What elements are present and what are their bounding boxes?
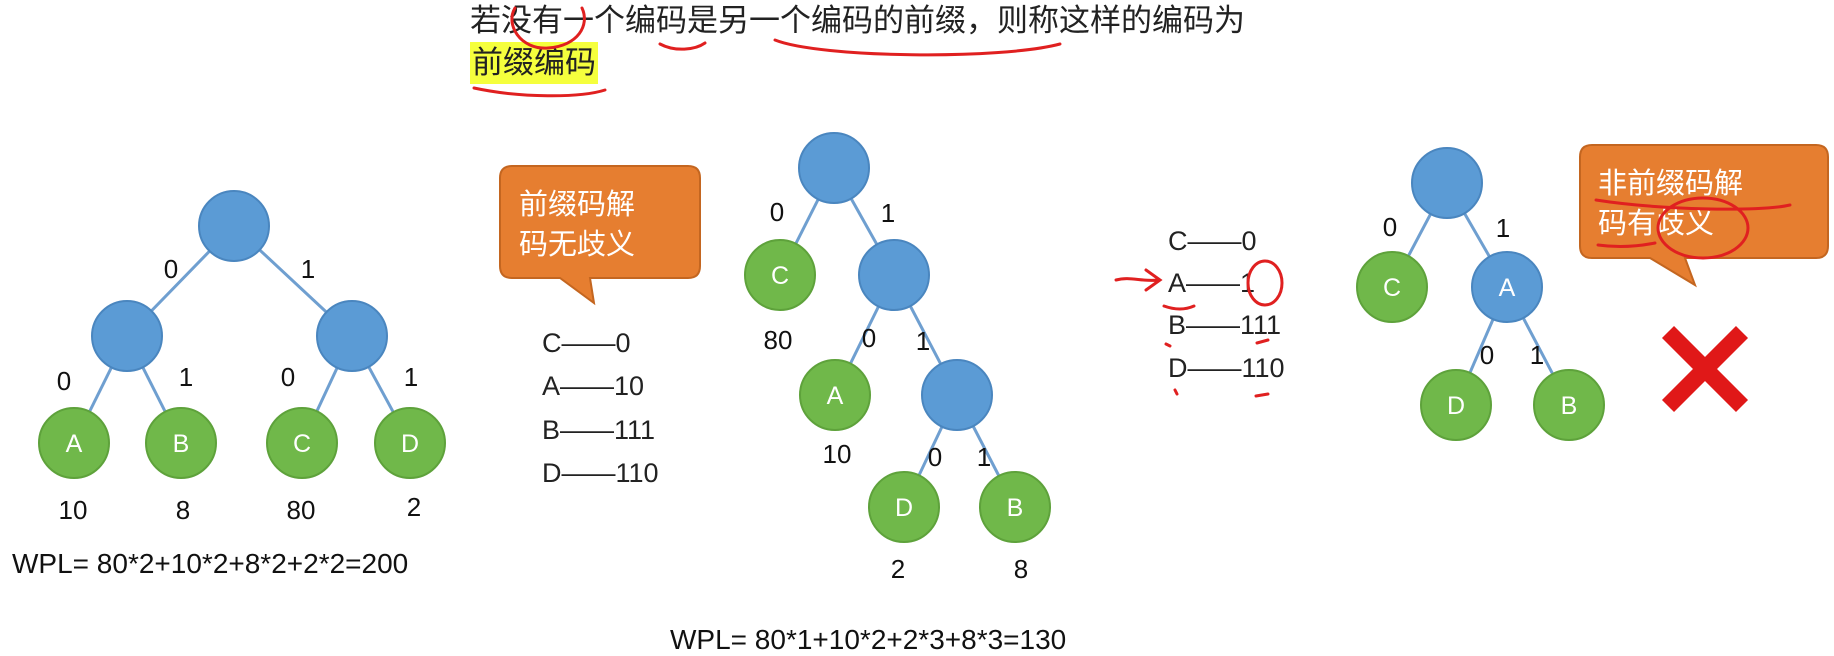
tree2-edge-label-root-right: 1	[881, 198, 895, 228]
definition-text: 若没有一个编码是另一个编码的前缀，则称这样的编码为 前缀编码	[470, 0, 1370, 84]
tree1-edge-label-r-d: 1	[404, 362, 418, 392]
tree3-edge-label-root-right: 1	[1496, 213, 1510, 243]
circle-qiyi	[1656, 196, 1750, 260]
tree1-root-node	[198, 190, 270, 262]
tree2-weight-d: 2	[891, 554, 905, 584]
tree1-leaf-d-label: D	[401, 430, 419, 458]
tree1-leaf-b	[145, 407, 217, 479]
code-nonprefix-c: C——0	[1168, 226, 1257, 256]
tree3-leaf-b	[1533, 369, 1605, 441]
tree2-leaf-b-label: B	[1007, 494, 1024, 522]
tree2-edge-label-n1-left: 0	[862, 323, 876, 353]
tick-mark-b	[1164, 338, 1270, 348]
definition-annotations	[472, 6, 1062, 98]
callout-nonprefix: 非前缀码解 码有歧义	[1579, 144, 1829, 288]
tree3-edge-label-root-left: 0	[1383, 212, 1397, 242]
tree2-edge-label-n2-left: 0	[928, 442, 942, 472]
tree2-weight-c: 80	[764, 325, 793, 355]
tree-huffman: C A D B 0 1 0 1 0 1 80 10 2 8 WPL= 80*1+…	[670, 132, 1066, 655]
tree2-edge-label-n1-right: 1	[916, 326, 930, 356]
callout-prefix-bubble	[499, 165, 701, 306]
tree1-edge-label-root-left: 0	[164, 254, 178, 284]
tree2-edge-label-n2-right: 1	[977, 442, 991, 472]
tree2-internal-1	[858, 239, 930, 311]
tree2-leaf-c-label: C	[771, 262, 789, 290]
tree-ambiguous: C A D B 0 1 0 1	[1356, 147, 1605, 441]
code-prefix-d: D——110	[542, 458, 659, 488]
code-table-annotations	[1114, 259, 1284, 398]
tree1-weight-d: 2	[407, 492, 421, 522]
tree2-edge-label-root-left: 0	[770, 197, 784, 227]
callout-nonprefix-line2: 码有歧义	[1598, 206, 1714, 240]
code-table-nonprefix: C——0 A——1 B——111 D——110	[1168, 226, 1285, 383]
code-table-prefix: C——0 A——10 B——111 D——110	[542, 328, 659, 488]
tree3-leaf-c-label: C	[1383, 274, 1401, 302]
underline-code-a	[1162, 304, 1196, 311]
underline-callout-line1	[1594, 198, 1792, 211]
tree3-leaf-d-label: D	[1447, 392, 1465, 420]
tree1-wpl: WPL= 80*2+10*2+8*2+2*2=200	[12, 548, 408, 579]
tree1-leaf-a-label: A	[66, 430, 83, 458]
tree3-leaf-b-label: B	[1561, 392, 1578, 420]
code-prefix-b: B——111	[542, 415, 655, 445]
definition-sentence: 若没有一个编码是另一个编码的前缀，则称这样的编码为	[470, 3, 1245, 39]
tree1-leaf-a	[38, 407, 110, 479]
tree1-internal-right	[316, 300, 388, 372]
tree2-internal-2	[921, 359, 993, 431]
tree1-weight-c: 80	[287, 495, 316, 525]
underline-callout-line2	[1596, 241, 1657, 248]
cross-mark-icon	[1661, 325, 1749, 413]
tree1-internal-left	[91, 300, 163, 372]
tree3-edge-label-a-right: 1	[1530, 340, 1544, 370]
tree3-leaf-d	[1420, 369, 1492, 441]
underline-ling-yi-ge	[773, 38, 1062, 57]
circle-code-a-value	[1246, 259, 1284, 307]
tick-mark-d	[1173, 388, 1270, 398]
tree1-leaf-d	[374, 407, 446, 479]
tree2-leaf-a-label: A	[827, 382, 844, 410]
callout-nonprefix-line1: 非前缀码解	[1598, 166, 1743, 200]
tree3-node-a	[1471, 251, 1543, 323]
underline-bianma	[658, 41, 707, 51]
tree1-weight-b: 8	[176, 495, 190, 525]
circle-mark-meiyou	[510, 6, 586, 50]
tree3-root-node	[1411, 147, 1483, 219]
tree2-weight-b: 8	[1014, 554, 1028, 584]
code-prefix-a: A——10	[542, 371, 644, 401]
tree2-leaf-d-label: D	[895, 494, 913, 522]
tree2-leaf-d	[868, 471, 940, 543]
prefix-code-term: 前缀编码	[470, 42, 598, 84]
tree1-edge-label-root-right: 1	[301, 254, 315, 284]
tree2-wpl: WPL= 80*1+10*2+2*3+8*3=130	[670, 624, 1066, 655]
underline-term	[472, 86, 607, 98]
tree1-edge-label-l-a: 0	[57, 366, 71, 396]
tree1-leaf-c	[266, 407, 338, 479]
code-nonprefix-b: B——111	[1168, 310, 1281, 340]
tree2-root-node	[798, 132, 870, 204]
tree3-node-a-label: A	[1499, 274, 1516, 302]
tree2-leaf-b	[979, 471, 1051, 543]
callout-prefix-line1: 前缀码解	[519, 187, 635, 221]
callout-prefix-line2: 码无歧义	[519, 227, 635, 261]
hand-drawn-arrow-icon	[1114, 268, 1163, 292]
tree1-weight-a: 10	[59, 495, 88, 525]
code-nonprefix-d: D——110	[1168, 353, 1285, 383]
code-prefix-c: C——0	[542, 328, 631, 358]
code-nonprefix-a: A——1	[1168, 268, 1255, 298]
callout-prefix: 前缀码解 码无歧义	[499, 165, 701, 306]
tree2-leaf-a	[799, 359, 871, 431]
tree1-edge-label-l-b: 1	[179, 362, 193, 392]
tree2-leaf-c	[744, 239, 816, 311]
tree-balanced: A B C D 0 1 0 1 0 1 10 8 80 2 WPL= 80*2+…	[12, 190, 446, 579]
tree3-leaf-c	[1356, 251, 1428, 323]
tree2-weight-a: 10	[823, 439, 852, 469]
tree1-leaf-c-label: C	[293, 430, 311, 458]
tree3-edge-label-a-left: 0	[1480, 340, 1494, 370]
callout-nonprefix-annotations	[1594, 196, 1792, 260]
callout-nonprefix-bubble	[1579, 144, 1829, 288]
tree1-leaf-b-label: B	[173, 430, 190, 458]
tree1-edge-label-r-c: 0	[281, 362, 295, 392]
